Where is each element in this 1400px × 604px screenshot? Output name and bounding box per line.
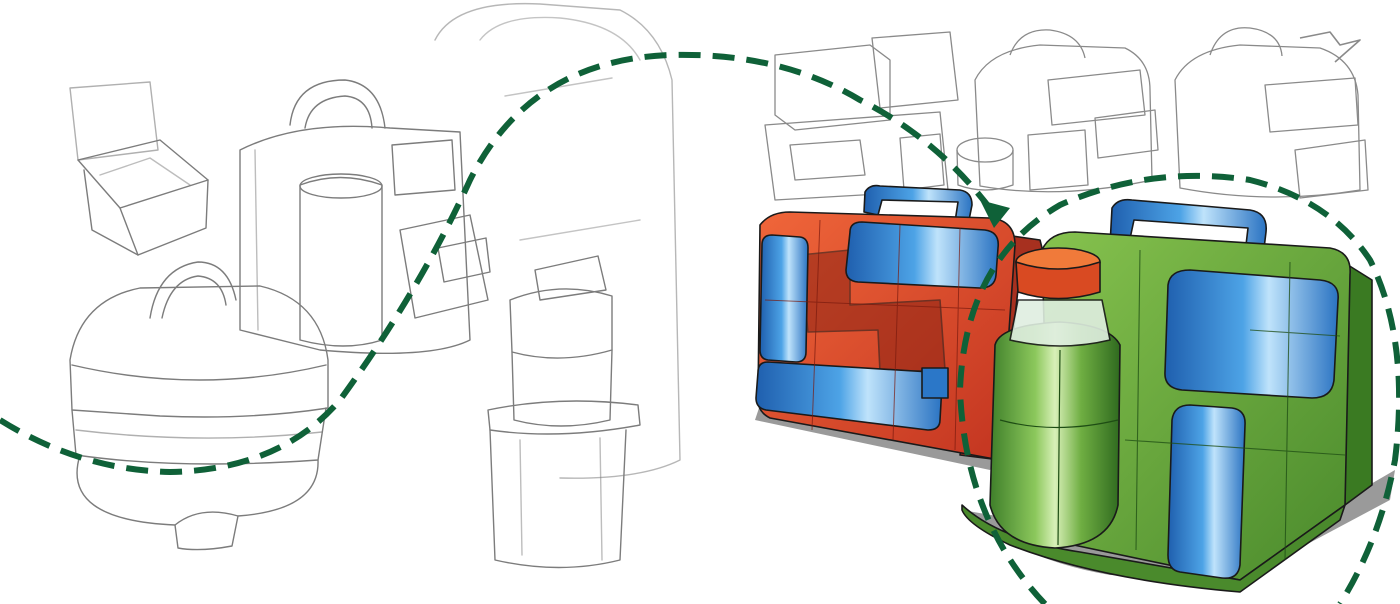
thumb-2 bbox=[956, 29, 1159, 193]
thumb-1 bbox=[764, 31, 959, 201]
red-case-pod-left bbox=[759, 234, 809, 363]
red-case-pod-top bbox=[845, 221, 1000, 289]
thumb-3 bbox=[1174, 27, 1369, 199]
green-case-pod-bottom bbox=[1167, 404, 1246, 580]
bottle-neck bbox=[1009, 299, 1111, 347]
bottle-body bbox=[989, 321, 1121, 549]
sketch-thumbnails bbox=[764, 27, 1369, 201]
sketch-bottle bbox=[487, 255, 641, 569]
green-lunch-case bbox=[961, 198, 1395, 593]
green-case-pod-top bbox=[1164, 269, 1339, 399]
red-case-clip bbox=[921, 367, 949, 399]
pencil-sketch-group bbox=[69, 2, 681, 569]
path-arrow-icon bbox=[980, 200, 1010, 228]
sketch-lunchbox bbox=[69, 261, 329, 551]
dashed-flow-path bbox=[0, 51, 1400, 604]
sketch-backpack bbox=[239, 79, 491, 355]
red-case-handle bbox=[863, 184, 973, 226]
red-lunch-case bbox=[755, 184, 1046, 470]
bottle-cap bbox=[1015, 261, 1101, 300]
green-bottle bbox=[989, 247, 1121, 549]
sketch-open-box bbox=[69, 81, 209, 256]
red-case-pod-bottom bbox=[755, 361, 943, 431]
